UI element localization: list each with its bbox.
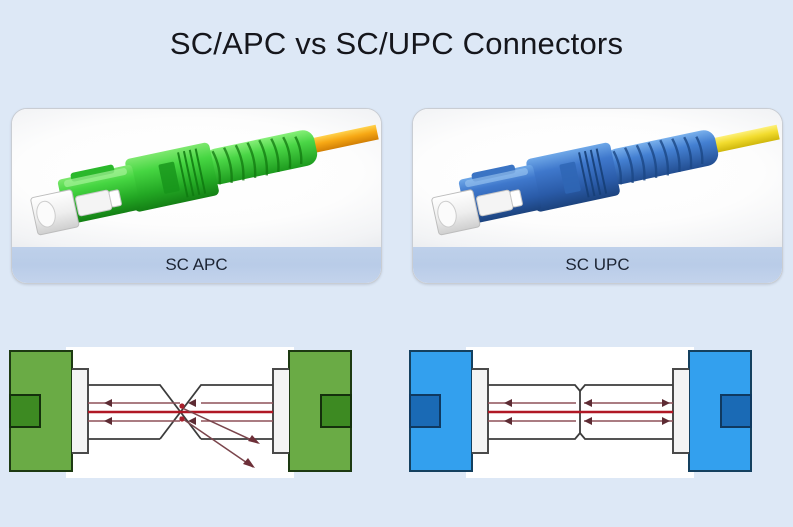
page-title: SC/APC vs SC/UPC Connectors [169, 26, 624, 61]
upc-rays [488, 402, 673, 422]
upc-right-ferrule [672, 368, 689, 454]
sc-apc-connector-photo [12, 109, 381, 249]
upc-left-ferrule [472, 368, 489, 454]
sc-upc-endface-diagram [408, 345, 753, 485]
apc-reflection-points [179, 403, 185, 422]
sc-apc-endface-diagram [8, 345, 353, 485]
apc-right-ferrule [272, 368, 289, 454]
card-label-upc: SC UPC [413, 247, 782, 283]
apc-left-ferrule [72, 368, 89, 454]
upc-arrowheads [504, 399, 670, 425]
apc-right-inner [320, 394, 352, 428]
apc-diagram-svg [9, 347, 352, 478]
apc-reflected-arrowheads [243, 435, 260, 468]
sc-upc-connector-drawing [431, 120, 782, 236]
apc-arrowheads [104, 399, 196, 425]
apc-reflected-rays [179, 406, 259, 468]
upc-left-inner [409, 394, 441, 428]
card-label-apc: SC APC [12, 247, 381, 283]
sc-apc-connector-drawing [30, 120, 381, 236]
apc-left-inner [9, 394, 41, 428]
connector-card-apc[interactable]: SC APC [11, 108, 382, 284]
upc-diagram-svg [409, 347, 752, 478]
apc-rays [88, 402, 273, 422]
connector-card-upc[interactable]: SC UPC [412, 108, 783, 284]
upc-right-inner [720, 394, 752, 428]
sc-upc-connector-photo [413, 109, 782, 249]
